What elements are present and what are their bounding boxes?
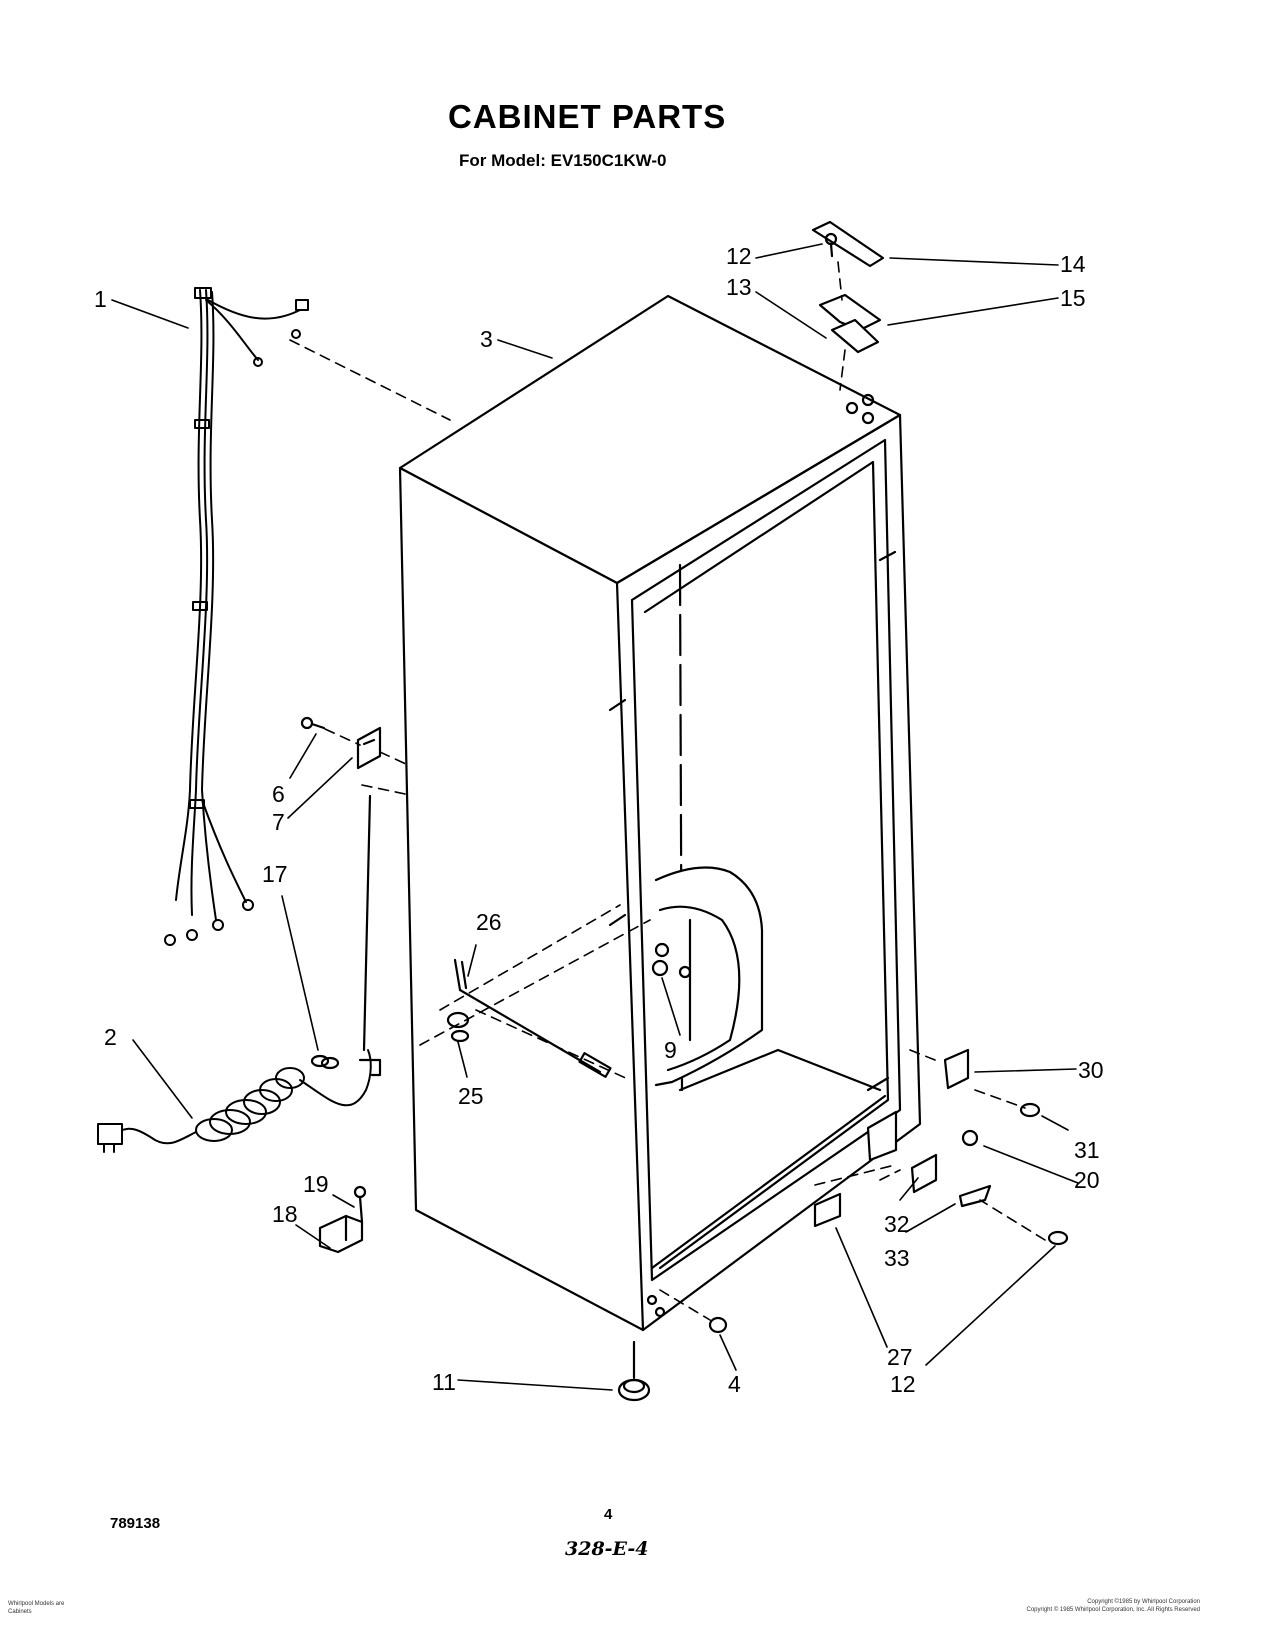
callout-27: 27	[887, 1344, 913, 1370]
page-number: 4	[604, 1506, 613, 1523]
part-11-leveling-leg	[617, 1340, 651, 1402]
bottom-hinge-bracket	[866, 1110, 898, 1162]
part-12-top-screw	[824, 232, 838, 258]
part-17-clamp	[310, 794, 382, 1077]
part-12-bottom-screw	[1047, 1230, 1069, 1246]
model-subtitle: For Model: EV150C1KW-0	[459, 151, 667, 170]
callout-12-bottom: 12	[890, 1371, 916, 1397]
power-cord	[97, 1049, 372, 1153]
callout-3: 3	[480, 326, 493, 352]
callout-9: 9	[664, 1037, 677, 1063]
part-4-plug	[708, 1316, 728, 1334]
callout-30: 30	[1078, 1057, 1104, 1083]
part-27-bracket	[813, 1192, 842, 1228]
callout-17: 17	[262, 861, 288, 887]
part-7-clip	[356, 726, 382, 770]
left-footnote-line2: Cabinets	[8, 1609, 32, 1615]
cabinet-body	[398, 294, 922, 1332]
callout-11: 11	[432, 1369, 456, 1395]
copyright-notice: Copyright ©1985 by Whirlpool Corporation…	[1000, 1598, 1200, 1614]
callout-4: 4	[728, 1371, 741, 1397]
part-14-hinge-cover	[811, 220, 885, 268]
part-18-bracket	[318, 1214, 364, 1254]
callout-31: 31	[1074, 1137, 1100, 1163]
left-footnote-line1: Whirlpool Models are	[8, 1601, 65, 1607]
wiring-harness	[164, 287, 309, 946]
callout-18: 18	[272, 1201, 298, 1227]
part-32-hinge-plate	[910, 1153, 938, 1194]
callout-19: 19	[303, 1171, 329, 1197]
callout-12-top: 12	[726, 243, 752, 269]
callout-1: 1	[94, 286, 107, 312]
handwritten-reference: 328-E-4	[565, 1538, 649, 1560]
part-33-hinge	[958, 1184, 992, 1208]
page-title: CABINET PARTS	[448, 98, 727, 135]
copyright-line2: Copyright © 1985 Whirlpool Corporation, …	[1026, 1607, 1200, 1613]
leader-lines	[111, 243, 1079, 1391]
part-6-screw	[300, 716, 326, 730]
callout-26: 26	[476, 909, 502, 935]
callout-13: 13	[726, 274, 752, 300]
callout-2: 2	[104, 1024, 117, 1050]
diagram-id: 789138	[110, 1515, 161, 1532]
left-footnote: Whirlpool Models are Cabinets	[8, 1600, 64, 1616]
callout-15: 15	[1060, 285, 1086, 311]
part-30-plate	[943, 1048, 970, 1090]
callout-25: 25	[458, 1083, 484, 1109]
part-15-hinge	[818, 293, 882, 354]
callout-14: 14	[1060, 251, 1086, 277]
part-9	[651, 959, 669, 977]
callout-33: 33	[884, 1245, 910, 1271]
part-19-screw	[353, 1185, 367, 1224]
callout-6: 6	[272, 781, 285, 807]
copyright-line1: Copyright ©1985 by Whirlpool Corporation	[1087, 1599, 1200, 1605]
callout-32: 32	[884, 1211, 910, 1237]
callout-numbers: 1 2 3 4 6 7 9 11 12 12 13 14 15 17 18 19…	[94, 243, 1104, 1397]
part-25-washer	[446, 1011, 470, 1043]
part-31-screw	[1019, 1102, 1041, 1118]
assembly-dash-lines	[289, 261, 1046, 1321]
part-20-nut	[961, 1129, 979, 1147]
callout-20: 20	[1074, 1167, 1100, 1193]
callout-7: 7	[272, 809, 285, 835]
